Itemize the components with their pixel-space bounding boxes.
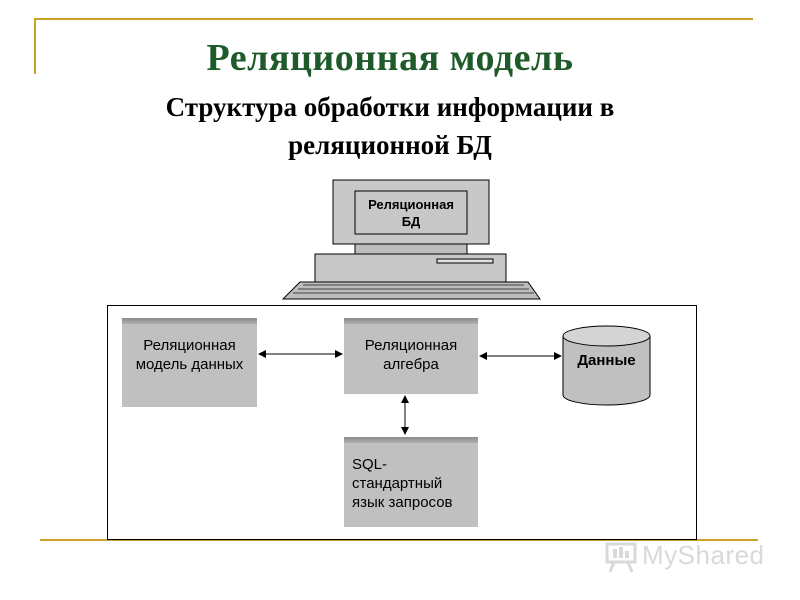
relational-data-model-block: Реляционная модель данных <box>122 318 257 407</box>
system-unit <box>314 253 507 283</box>
screen-label-line-1: Реляционная <box>368 197 454 212</box>
block-label-line-2: алгебра <box>383 356 439 373</box>
monitor-stand <box>354 243 468 255</box>
logo-text: MyShared <box>642 540 765 570</box>
presentation-board-icon <box>605 542 637 573</box>
monitor-screen <box>354 190 468 235</box>
frame-left-line <box>34 18 36 74</box>
subtitle-line-1: Структура обработки информации в <box>165 92 615 122</box>
disk-drive-slot <box>436 258 494 264</box>
frame-bottom-line <box>40 539 758 541</box>
computer-illustration <box>281 179 541 300</box>
data-cylinder-label: Данные <box>577 352 636 369</box>
block-label-line-3: язык запросов <box>352 494 453 511</box>
block-label: Реляционная модель данных <box>122 336 257 374</box>
slide-subtitle: Структура обработки информации в реляцио… <box>40 88 740 164</box>
slide-title: Реляционная модель <box>206 37 574 79</box>
block-top-bevel <box>344 437 478 443</box>
keyboard <box>281 281 541 300</box>
sql-block: SQL- стандартный язык запросов <box>344 437 478 527</box>
frame-top-line <box>36 18 753 20</box>
block-top-bevel <box>122 318 257 324</box>
relational-algebra-block: Реляционная алгебра <box>344 318 478 394</box>
subtitle-line-2: реляционной БД <box>288 130 492 160</box>
screen-label-line-2: БД <box>401 214 421 229</box>
block-label: SQL- стандартный язык запросов <box>344 455 478 512</box>
block-label-line-1: Реляционная <box>143 337 236 354</box>
block-label-line-1: SQL- <box>352 456 388 473</box>
block-label-line-2: стандартный <box>352 475 443 492</box>
screen-label: Реляционная БД <box>355 196 467 230</box>
block-label-line-2: модель данных <box>135 356 244 373</box>
block-top-bevel <box>344 318 478 324</box>
block-label-line-1: Реляционная <box>364 337 458 354</box>
block-label: Реляционная алгебра <box>344 336 478 374</box>
myshared-logo[interactable]: MyShared <box>604 536 774 576</box>
